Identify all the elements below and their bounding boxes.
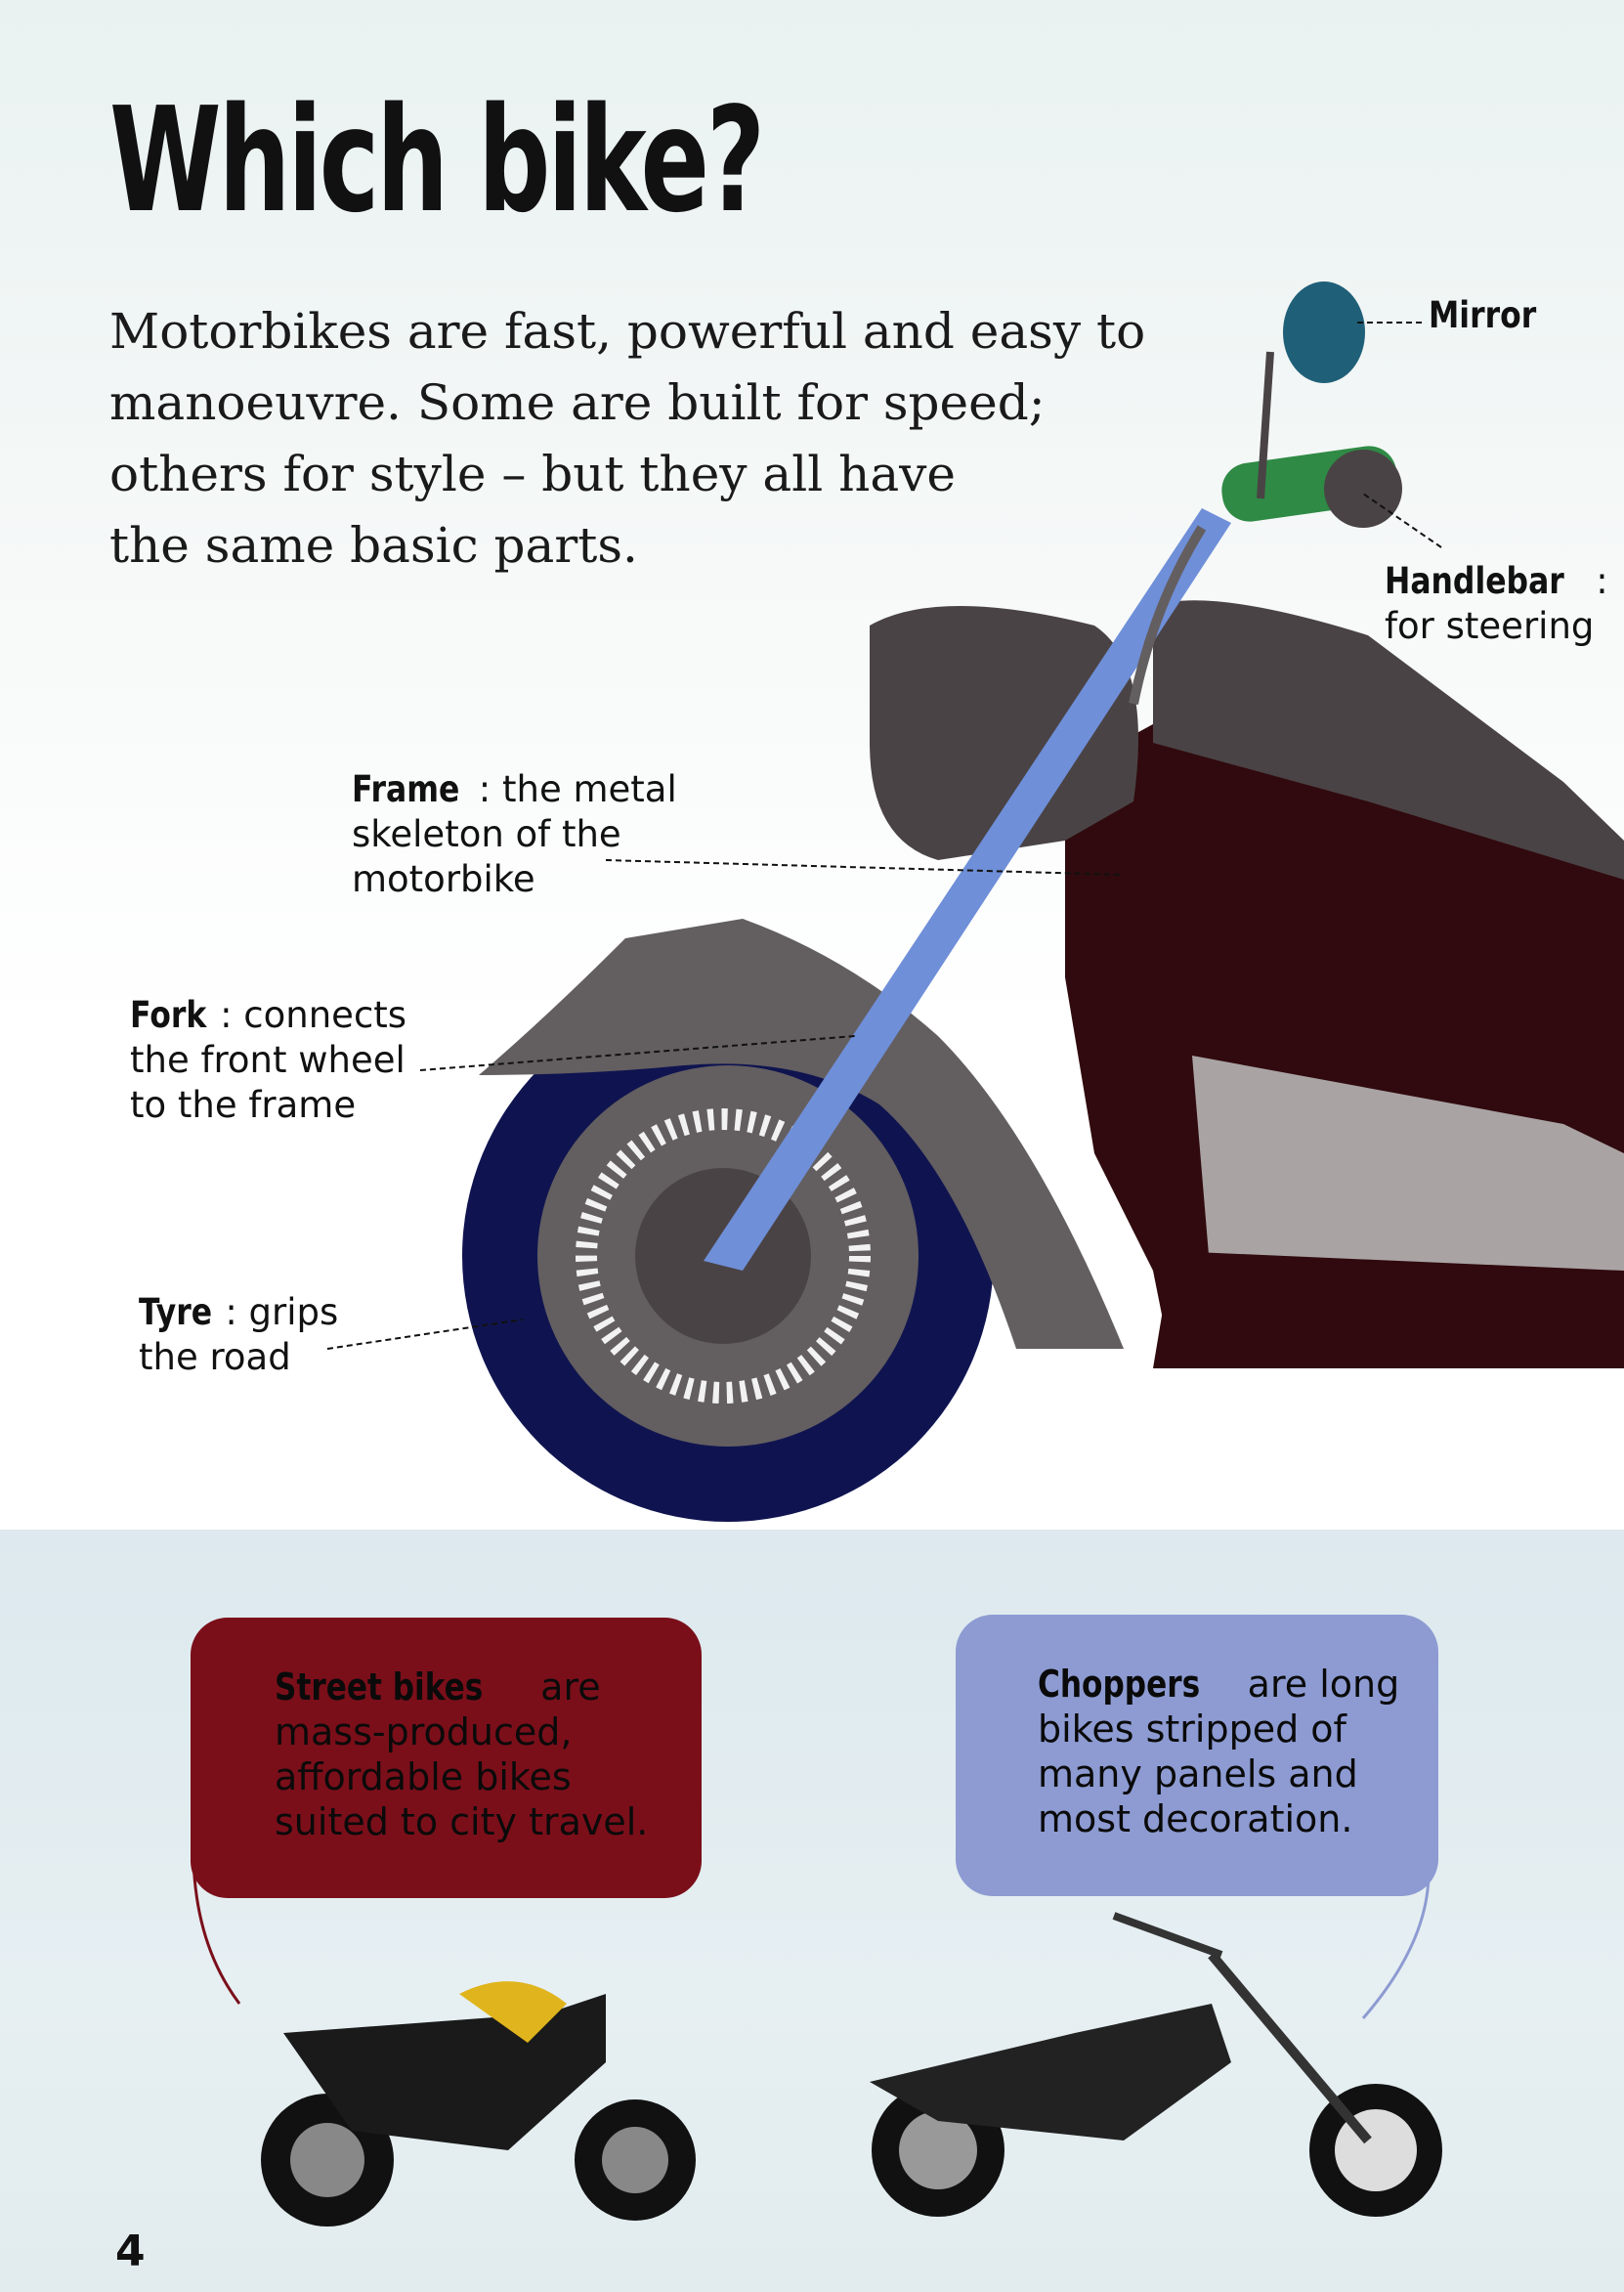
box-text: most decoration. bbox=[1038, 1797, 1353, 1840]
label-term: Fork bbox=[130, 994, 207, 1036]
choppers-box: Choppers are long bikes stripped of many… bbox=[956, 1615, 1438, 1896]
page-title: Which bike? bbox=[109, 76, 765, 244]
box-text: are bbox=[529, 1665, 601, 1708]
seat-panel bbox=[870, 606, 1138, 860]
handlebar-label: Handlebar:for steering bbox=[1385, 560, 1608, 647]
intro-line: manoeuvre. Some are built for speed; bbox=[109, 374, 1046, 431]
label-desc: for steering bbox=[1385, 605, 1595, 647]
label-desc: the road bbox=[139, 1336, 291, 1378]
exhaust-dark bbox=[1153, 1251, 1624, 1368]
tank bbox=[1153, 600, 1624, 880]
mirror-label: Mirror bbox=[1429, 293, 1556, 338]
box-term: Street bikes bbox=[275, 1665, 484, 1708]
box-text: mass-produced, bbox=[275, 1710, 573, 1753]
label-desc: grips bbox=[248, 1291, 339, 1333]
label-desc: the front wheel bbox=[130, 1039, 406, 1081]
label-term: Frame bbox=[352, 768, 460, 810]
intro-line: others for style – but they all have bbox=[109, 446, 956, 502]
fork bbox=[704, 508, 1231, 1271]
intro-paragraph: Motorbikes are fast, powerful and easy t… bbox=[109, 296, 1146, 582]
label-desc: to the frame bbox=[130, 1084, 357, 1126]
box-text: suited to city travel. bbox=[275, 1800, 649, 1843]
box-term: Choppers bbox=[1038, 1663, 1201, 1706]
street-bikes-box: Street bikes are mass-produced, affordab… bbox=[191, 1618, 702, 1898]
street-bike-photo bbox=[261, 1981, 696, 2227]
box-text: bikes stripped of bbox=[1038, 1708, 1346, 1751]
chopper-photo bbox=[870, 1912, 1442, 2217]
intro-line: Motorbikes are fast, powerful and easy t… bbox=[109, 303, 1146, 360]
label-desc: the metal bbox=[502, 768, 677, 810]
page-number: 4 bbox=[115, 2227, 146, 2276]
mirror bbox=[1283, 281, 1365, 383]
box-text: many panels and bbox=[1038, 1752, 1358, 1795]
label-term: Mirror bbox=[1429, 294, 1537, 336]
intro-line: the same basic parts. bbox=[109, 517, 638, 574]
label-term: Handlebar bbox=[1385, 560, 1564, 602]
box-text: affordable bikes bbox=[275, 1755, 572, 1798]
wheel-spokes bbox=[576, 1108, 871, 1404]
box-text: are long bbox=[1235, 1663, 1400, 1706]
fender bbox=[479, 919, 1124, 1349]
label-term: Tyre bbox=[139, 1291, 213, 1333]
label-desc: motorbike bbox=[352, 858, 535, 900]
label-desc: skeleton of the bbox=[352, 813, 621, 855]
label-desc: connects bbox=[243, 994, 407, 1036]
